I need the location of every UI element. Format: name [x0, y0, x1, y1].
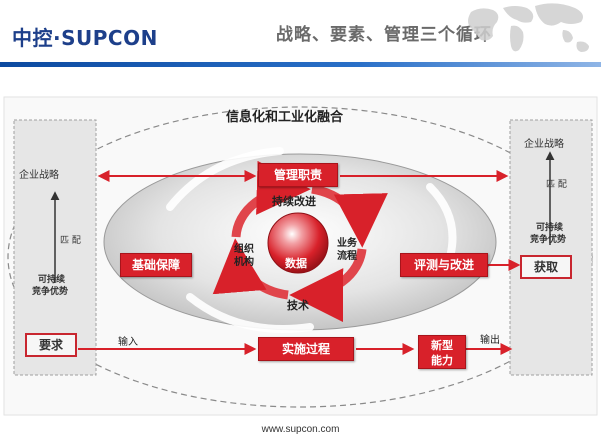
- output-label: 输出: [480, 335, 500, 346]
- evaluation-box: 评测与改进: [400, 253, 488, 277]
- right-match-label: 匹 配: [546, 180, 567, 190]
- left-match-label: 匹 配: [60, 236, 81, 246]
- swoosh-bottom: [186, 293, 314, 333]
- world-map-icon: [468, 3, 589, 52]
- swoosh-top-left: [166, 147, 284, 211]
- new-capability-line2: 能力: [431, 354, 453, 367]
- right-advantage-line1: 可持续: [536, 223, 564, 233]
- management-box: 管理职责: [258, 163, 338, 187]
- acquire-box: 获取: [520, 255, 572, 279]
- new-capability-box: 新型 能力: [418, 335, 466, 369]
- right-strategy-label: 企业战略: [524, 139, 564, 150]
- left-strategy-label: 企业战略: [19, 170, 59, 181]
- diagram-title: 信息化和工业化融合: [226, 110, 344, 125]
- diagram-graphics: [3, 96, 598, 416]
- data-label: 数据: [285, 257, 307, 270]
- supcon-logo: 中控·SUPCON: [12, 26, 158, 50]
- requirement-box: 要求: [25, 333, 77, 357]
- tech-label: 技术: [287, 299, 309, 312]
- biz-line2: 流程: [337, 251, 357, 262]
- org-line1: 组织: [234, 244, 254, 255]
- new-capability-line1: 新型: [431, 339, 453, 352]
- integration-diagram: 信息化和工业化融合 企业战略 匹 配 可持续 竞争优势 要求 企业战略 匹 配 …: [0, 67, 601, 419]
- left-advantage-line2: 竞争优势: [32, 287, 69, 297]
- swoosh-right: [426, 183, 457, 261]
- left-advantage-line1: 可持续: [38, 275, 66, 285]
- red-ring-arrows: [212, 160, 388, 323]
- input-label: 输入: [118, 337, 138, 348]
- slide-title: 战略、要素、管理三个循环: [276, 25, 492, 45]
- foundation-box: 基础保障: [120, 253, 192, 277]
- biz-line1: 业务: [337, 238, 357, 249]
- slide-header: 中控·SUPCON 战略、要素、管理三个循环: [0, 0, 601, 67]
- continuous-improvement-label: 持续改进: [272, 195, 316, 208]
- footer-url: www.supcon.com: [261, 424, 340, 435]
- implementation-box: 实施过程: [258, 337, 354, 361]
- right-advantage-line2: 竞争优势: [530, 235, 567, 245]
- org-line2: 机构: [234, 257, 254, 268]
- header-divider: [0, 62, 601, 67]
- data-core-ball: [267, 212, 329, 274]
- right-panel: [509, 119, 593, 376]
